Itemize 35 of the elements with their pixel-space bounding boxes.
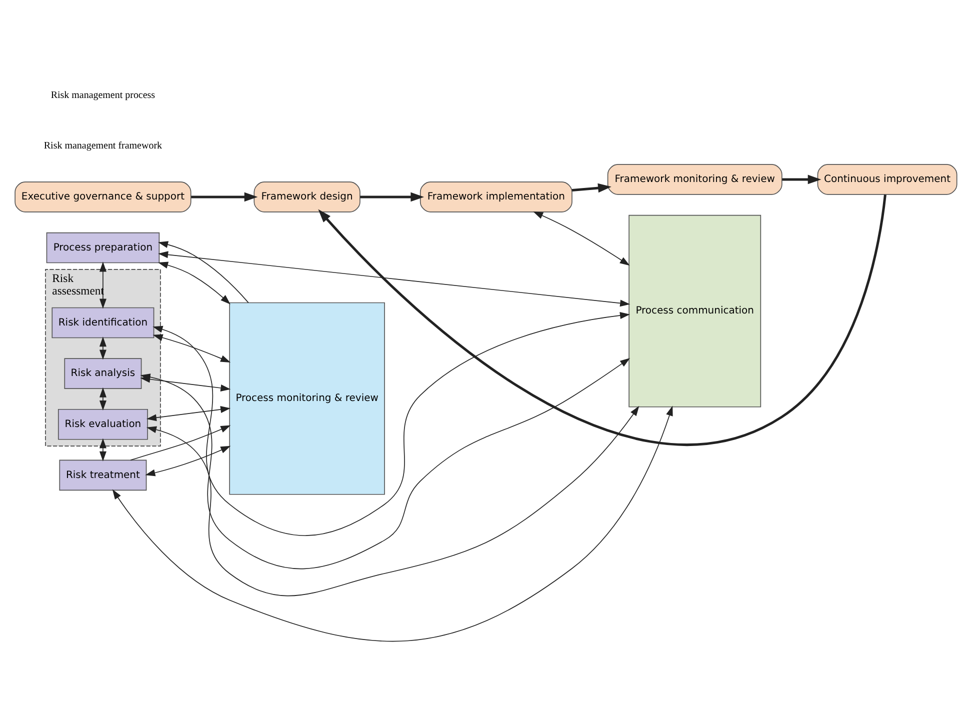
arrow xyxy=(158,261,230,304)
node-box: Process monitoring & review xyxy=(229,302,385,494)
arrow xyxy=(130,424,231,460)
arrow xyxy=(145,445,231,476)
arrow xyxy=(152,312,630,536)
arrow xyxy=(146,406,231,421)
arrow xyxy=(572,182,612,192)
node-box: Process preparation xyxy=(46,232,160,263)
node-box: Risk analysis xyxy=(64,358,142,388)
arrow xyxy=(158,250,630,306)
arrow xyxy=(158,240,249,303)
node-box: Framework design xyxy=(254,181,360,212)
node-box: Risk treatment xyxy=(59,459,147,490)
arrow xyxy=(782,174,822,184)
arrow xyxy=(99,386,106,410)
node-box: Framework monitoring & review xyxy=(607,164,782,194)
arrow xyxy=(99,438,106,461)
node-box: Process communication xyxy=(628,214,762,407)
arrow xyxy=(99,261,106,308)
arrow xyxy=(146,405,640,596)
arrow xyxy=(152,334,231,362)
node-box: Framework implementation xyxy=(420,181,572,212)
node-box: Risk identification xyxy=(52,306,154,338)
arrow xyxy=(112,405,673,641)
arrow xyxy=(191,192,258,202)
arrow xyxy=(140,375,231,391)
arrow xyxy=(533,211,630,266)
arrow xyxy=(360,192,424,202)
label: Risk management process xyxy=(50,89,156,100)
arrow xyxy=(99,336,106,360)
node-box: Executive governance & support xyxy=(14,181,192,212)
node-box: Continuous improvement xyxy=(817,164,958,194)
label: Risk management framework xyxy=(44,140,162,152)
arrow xyxy=(318,194,886,446)
node-box: Risk evaluation xyxy=(58,408,148,440)
